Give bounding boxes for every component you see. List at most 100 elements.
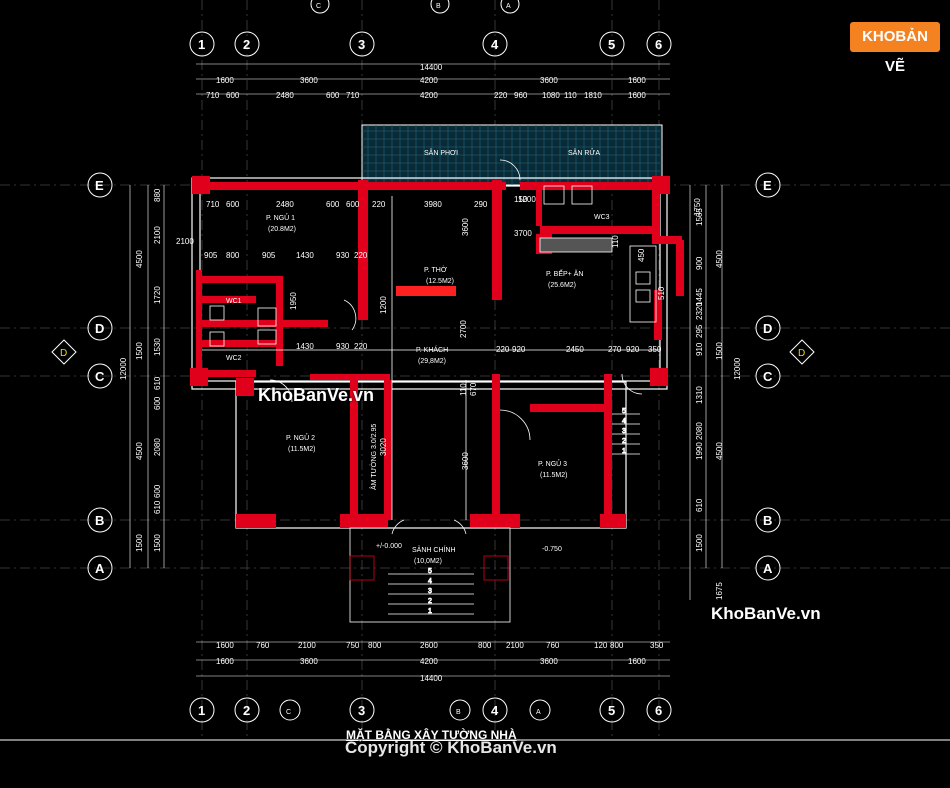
dim-right-outer: 1675 — [715, 582, 724, 600]
drying-yard — [361, 124, 663, 186]
grid-col-bubble — [189, 697, 215, 723]
grid-col-label: 1 — [198, 37, 205, 52]
dim-top-row3: 710 — [206, 91, 220, 100]
room-name: WC3 — [594, 214, 610, 221]
watermark-2: KhoBanVe.vn — [711, 604, 821, 623]
inner-dimension: 3980 — [424, 200, 442, 209]
room-area: (10,0M2) — [414, 558, 442, 565]
inner-dimension: 930 — [336, 251, 350, 260]
dim-right-inner: 1500 — [695, 534, 704, 552]
section-mark-side-label: D — [60, 348, 67, 359]
porch-step-number: 2 — [428, 598, 432, 605]
dim-bottom-row1: 750 — [346, 641, 360, 650]
room-area: (11.5M2) — [288, 446, 316, 453]
dim-right-inner: 295 — [695, 324, 704, 338]
dim-right-inner: 900 — [695, 256, 704, 270]
room-area: (20.8M2) — [268, 226, 296, 233]
grid-row-label: A — [763, 561, 773, 576]
inner-dimension: 920 — [626, 345, 640, 354]
dim-right-outer: 1500 — [715, 342, 724, 360]
inner-dimension: 510 — [657, 286, 666, 300]
inner-dimension: 3700 — [514, 229, 532, 238]
dim-bottom-row1: 350 — [650, 641, 664, 650]
section-mark-top-label: A — [506, 3, 511, 10]
inner-dimension: 220 — [496, 345, 510, 354]
dim-top-row3: 1810 — [584, 91, 602, 100]
dim-top-row3: 2480 — [276, 91, 294, 100]
dim-bottom-row1: 2100 — [298, 641, 316, 650]
grid-row-label: D — [763, 321, 772, 336]
side-step-number: 3 — [622, 428, 626, 435]
inner-dimension: 290 — [474, 200, 488, 209]
grid-row-label: E — [95, 178, 104, 193]
inner-dimension: 1200 — [518, 195, 536, 204]
grid-col-bubble — [646, 697, 672, 723]
section-mark-bottom — [279, 699, 301, 721]
inner-dimension: 600 — [326, 200, 340, 209]
dim-right-inner: 1310 — [695, 386, 704, 404]
grid-col-label: 4 — [491, 703, 499, 718]
section-mark-top — [310, 0, 330, 14]
khobanve-logo: KHOBẢN VẼ — [850, 22, 940, 75]
inner-dimension: 450 — [637, 248, 646, 262]
grid-col-label: 4 — [491, 37, 499, 52]
inner-dimension: 220 — [372, 200, 386, 209]
section-mark-bottom-label: B — [456, 709, 461, 716]
dim-right-inner: 610 — [695, 498, 704, 512]
room-name: P. NGỦ 3 — [538, 459, 567, 468]
inner-dimension: 2080 — [695, 422, 704, 440]
grid-row-bubble — [87, 555, 113, 581]
room-area: (25.6M2) — [548, 282, 576, 289]
inner-dimension: 110 — [611, 235, 620, 248]
section-mark-bottom-label: C — [286, 709, 291, 716]
inner-dimension: 2100 — [176, 237, 194, 246]
inner-dimension: 905 — [262, 251, 276, 260]
grid-col-label: 5 — [608, 703, 615, 718]
dim-bottom-total: 14400 — [420, 674, 443, 683]
grid-row-bubble — [755, 172, 781, 198]
room-area: (29,8M2) — [418, 358, 446, 365]
drawing-title: MẶT BẰNG XÂY TƯỜNG NHÀ — [346, 728, 517, 742]
inner-dimension: 2700 — [459, 320, 468, 338]
dim-left-inner: 1500 — [153, 534, 162, 552]
dim-left-inner: 610 — [153, 376, 162, 390]
section-mark-bottom — [529, 699, 551, 721]
dim-left-outer: 1500 — [135, 342, 144, 360]
grid-col-label: 5 — [608, 37, 615, 52]
dim-left-inner: 2100 — [153, 226, 162, 244]
grid-row-bubble — [755, 315, 781, 341]
room-name: P. NGỦ 1 — [266, 213, 295, 222]
inner-dimension: 600 — [346, 200, 360, 209]
dim-right-total: 12000 — [733, 357, 742, 380]
dim-bottom-row1: 800 — [368, 641, 382, 650]
dim-bottom-row2: 4200 — [420, 657, 438, 666]
grid-row-label: B — [763, 513, 772, 528]
grid-col-label: 1 — [198, 703, 205, 718]
level-porch: -0.750 — [542, 546, 562, 553]
logo-part2: BẢN VẼ — [884, 28, 928, 75]
inner-lines — [202, 159, 660, 623]
dim-left-inner: 2080 — [153, 438, 162, 456]
inner-dimension: 1430 — [296, 251, 314, 260]
wall-note: ÂM TƯỜNG 3.0/2.95 — [369, 424, 378, 490]
grid-col-bubble — [599, 697, 625, 723]
dim-top-row3: 1080 — [542, 91, 560, 100]
grid-col-bubble — [234, 31, 260, 57]
room-name: P. KHÁCH — [416, 345, 448, 354]
dim-bottom-row2: 1600 — [628, 657, 646, 666]
dim-top-row3: 960 — [514, 91, 528, 100]
dim-top-row3: 710 — [346, 91, 360, 100]
axis-lines — [0, 0, 950, 740]
side-step-number: 1 — [622, 448, 626, 455]
inner-dimension: 930 — [336, 342, 350, 351]
dim-bottom-row1: 1600 — [216, 641, 234, 650]
dim-left-outer: 4500 — [135, 250, 144, 268]
dim-top-row2: 1600 — [628, 76, 646, 85]
section-mark-side — [51, 339, 77, 365]
watermark-1: KhoBanVe.vn — [258, 385, 375, 405]
dim-left-inner: 1720 — [153, 286, 162, 304]
grid-col-label: 2 — [243, 37, 250, 52]
grid-col-label: 3 — [358, 37, 365, 52]
dim-top-row3: 220 — [494, 91, 508, 100]
